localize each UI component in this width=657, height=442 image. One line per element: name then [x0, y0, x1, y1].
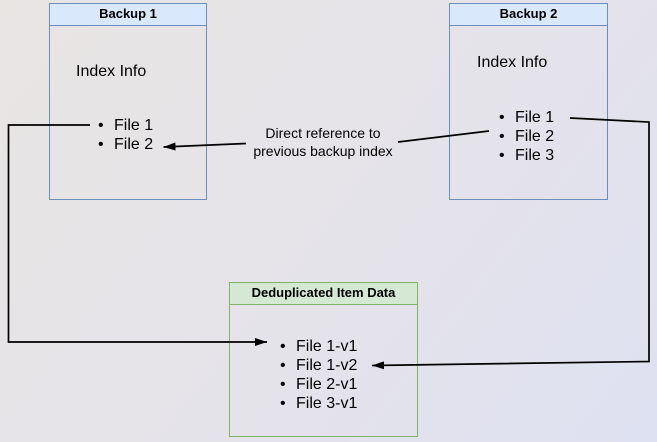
list-item: File 3-v1 — [279, 394, 357, 413]
list-item: File 1 — [97, 116, 153, 135]
edge-annotation: Direct reference to previous backup inde… — [237, 124, 409, 160]
file-label: File 1-v1 — [296, 338, 358, 355]
file-label: File 1 — [114, 117, 154, 134]
backup1-subtitle: Index Info — [76, 63, 147, 80]
dedup-title: Deduplicated Item Data — [230, 283, 417, 305]
file-label: File 2 — [515, 128, 555, 145]
backup1-title: Backup 1 — [50, 4, 206, 26]
backup2-subtitle: Index Info — [477, 54, 548, 71]
edge-annotation-line2: previous backup index — [253, 143, 393, 159]
file-label: File 1-v2 — [296, 357, 358, 374]
dedup-node: Deduplicated Item Data File 1-v1 File 1-… — [229, 282, 418, 437]
file-label: File 2-v1 — [296, 376, 358, 393]
list-item: File 1-v2 — [279, 356, 357, 375]
list-item: File 1 — [498, 108, 554, 127]
file-label: File 2 — [114, 136, 154, 153]
backup1-file-list: File 1 File 2 — [97, 116, 153, 154]
backup1-node: Backup 1 Index Info File 1 File 2 — [49, 3, 207, 200]
list-item: File 2 — [498, 127, 554, 146]
list-item: File 2 — [97, 135, 153, 154]
file-label: File 3 — [515, 147, 555, 164]
file-label: File 3-v1 — [296, 395, 358, 412]
backup2-file-list: File 1 File 2 File 3 — [498, 108, 554, 165]
backup2-node: Backup 2 Index Info File 1 File 2 File 3 — [449, 3, 608, 200]
list-item: File 2-v1 — [279, 375, 357, 394]
dedup-item-list: File 1-v1 File 1-v2 File 2-v1 File 3-v1 — [279, 337, 357, 413]
list-item: File 3 — [498, 146, 554, 165]
backup2-title: Backup 2 — [450, 4, 607, 26]
list-item: File 1-v1 — [279, 337, 357, 356]
file-label: File 1 — [515, 109, 555, 126]
edge-annotation-line1: Direct reference to — [265, 125, 381, 141]
